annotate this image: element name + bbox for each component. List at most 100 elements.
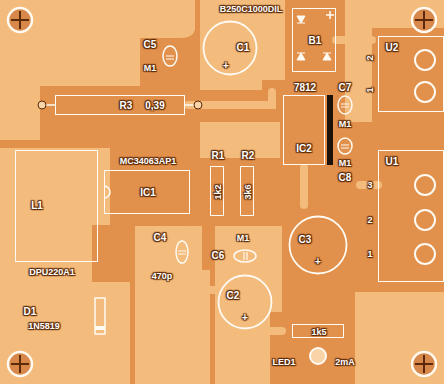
capacitor-plates	[341, 145, 349, 148]
bridge-diode	[323, 53, 331, 60]
copper-trace	[190, 230, 215, 290]
mounting-hole-ring	[412, 8, 436, 32]
resistor-outline: R23k6	[240, 166, 254, 216]
part-label: +	[242, 313, 248, 323]
copper-trace	[360, 181, 378, 189]
mounting-hole-cross	[11, 11, 29, 29]
screw-terminal	[415, 210, 435, 230]
copper-pour	[0, 0, 195, 140]
part-label: L1	[31, 201, 43, 211]
copper-pour	[200, 0, 285, 90]
capacitor-outline-shape	[202, 20, 258, 76]
mounting-hole-ring	[8, 352, 32, 376]
capacitor-symbol	[338, 138, 352, 154]
bridge-diode	[297, 16, 305, 23]
capacitor-plates	[244, 252, 247, 260]
capacitor-plates	[166, 56, 174, 59]
copper-trace	[336, 36, 372, 44]
copper-pour	[215, 226, 282, 384]
bridge-diode	[297, 53, 305, 60]
copper-pour	[135, 226, 210, 384]
silkscreen-label: C8	[339, 173, 352, 183]
silkscreen-label: M1	[339, 159, 352, 168]
silkscreen-label: C6	[212, 251, 225, 261]
silkscreen-label: C5	[144, 40, 157, 50]
silkscreen-label: 1	[367, 250, 372, 259]
capacitor-ring	[204, 22, 257, 75]
part-label: R3	[120, 101, 133, 111]
screw-terminal	[415, 82, 435, 102]
diode-band	[95, 326, 105, 330]
capacitor-plates	[341, 104, 349, 107]
silkscreen-label: 2	[366, 55, 375, 60]
part-label: MC34063AP1	[120, 157, 177, 166]
copper-pour	[355, 292, 444, 384]
capacitor-ring	[290, 217, 347, 274]
led-symbol	[310, 348, 326, 364]
silkscreen-label: 1	[366, 87, 375, 92]
silkscreen-label: 2mA	[335, 358, 355, 367]
copper-trace	[262, 331, 282, 350]
mounting-hole-cross	[415, 355, 433, 373]
capacitor-plates	[178, 251, 186, 254]
part-label: 1k2	[214, 184, 223, 199]
resistor-outline: R11k2	[210, 166, 224, 216]
solder-pad	[38, 101, 46, 109]
solder-pad	[194, 101, 202, 109]
ic-outline: MC34063AP1IC1	[104, 170, 190, 214]
capacitor-symbol	[163, 46, 177, 66]
silkscreen-label: 470p	[152, 272, 173, 281]
terminal-block: U1	[378, 150, 444, 282]
part-label: R1	[212, 151, 225, 161]
part-label: R2	[242, 151, 255, 161]
regulator-outline: 7812IC2	[283, 95, 325, 165]
silkscreen-label: D1	[24, 307, 37, 317]
silkscreen-label: C4	[154, 233, 167, 243]
part-label: C1	[237, 43, 250, 53]
mounting-hole-ring	[8, 8, 32, 32]
silkscreen-label: LED1	[272, 358, 295, 367]
resistor-outline: R30,39	[55, 95, 185, 115]
part-label: U2	[386, 43, 399, 53]
resistor-outline: 1k5	[292, 324, 344, 338]
copper-trace	[96, 290, 104, 345]
copper-trace	[300, 168, 308, 205]
silkscreen-label: 1N5819	[28, 322, 60, 331]
part-label: B1	[309, 36, 322, 46]
capacitor-symbol	[234, 250, 256, 262]
silkscreen-label: M1	[144, 64, 157, 73]
part-label: B250C1000DIL	[220, 5, 283, 14]
part-label: 3k6	[244, 184, 253, 199]
capacitor-outline: C3 +	[288, 215, 348, 275]
terminal-block: U2	[378, 36, 444, 112]
silkscreen-label: C7	[339, 83, 352, 93]
screw-terminal	[415, 175, 435, 195]
silkscreen-label: M1	[237, 234, 250, 243]
diode-body	[95, 298, 105, 334]
inductor-outline: L1	[15, 150, 98, 262]
part-label: 1k5	[311, 328, 326, 337]
silkscreen-label: 3	[367, 181, 372, 190]
capacitor-outline: C2 +	[217, 274, 273, 330]
capacitor-symbol	[176, 241, 188, 263]
silkscreen-label: 2	[367, 216, 372, 225]
capacitor-outline: C1 +	[202, 20, 258, 76]
silkscreen-label: M1	[339, 120, 352, 129]
bridge-rectifier-outline: B250C1000DILB1	[292, 8, 336, 72]
part-label: U1	[386, 157, 399, 167]
part-label: +	[315, 257, 321, 267]
copper-pour	[0, 148, 130, 384]
part-label: C3	[299, 235, 312, 245]
part-label: C2	[227, 291, 240, 301]
capacitor-ring	[219, 276, 272, 329]
screw-terminal	[415, 244, 435, 264]
capacitor-symbol	[338, 96, 352, 114]
polarity-plus	[326, 11, 334, 19]
part-label: IC1	[140, 188, 156, 198]
part-label: +	[223, 61, 229, 71]
part-label: 7812	[294, 83, 316, 93]
screw-terminal	[415, 50, 435, 70]
mounting-hole-cross	[415, 11, 433, 29]
mounting-hole-cross	[11, 355, 29, 373]
